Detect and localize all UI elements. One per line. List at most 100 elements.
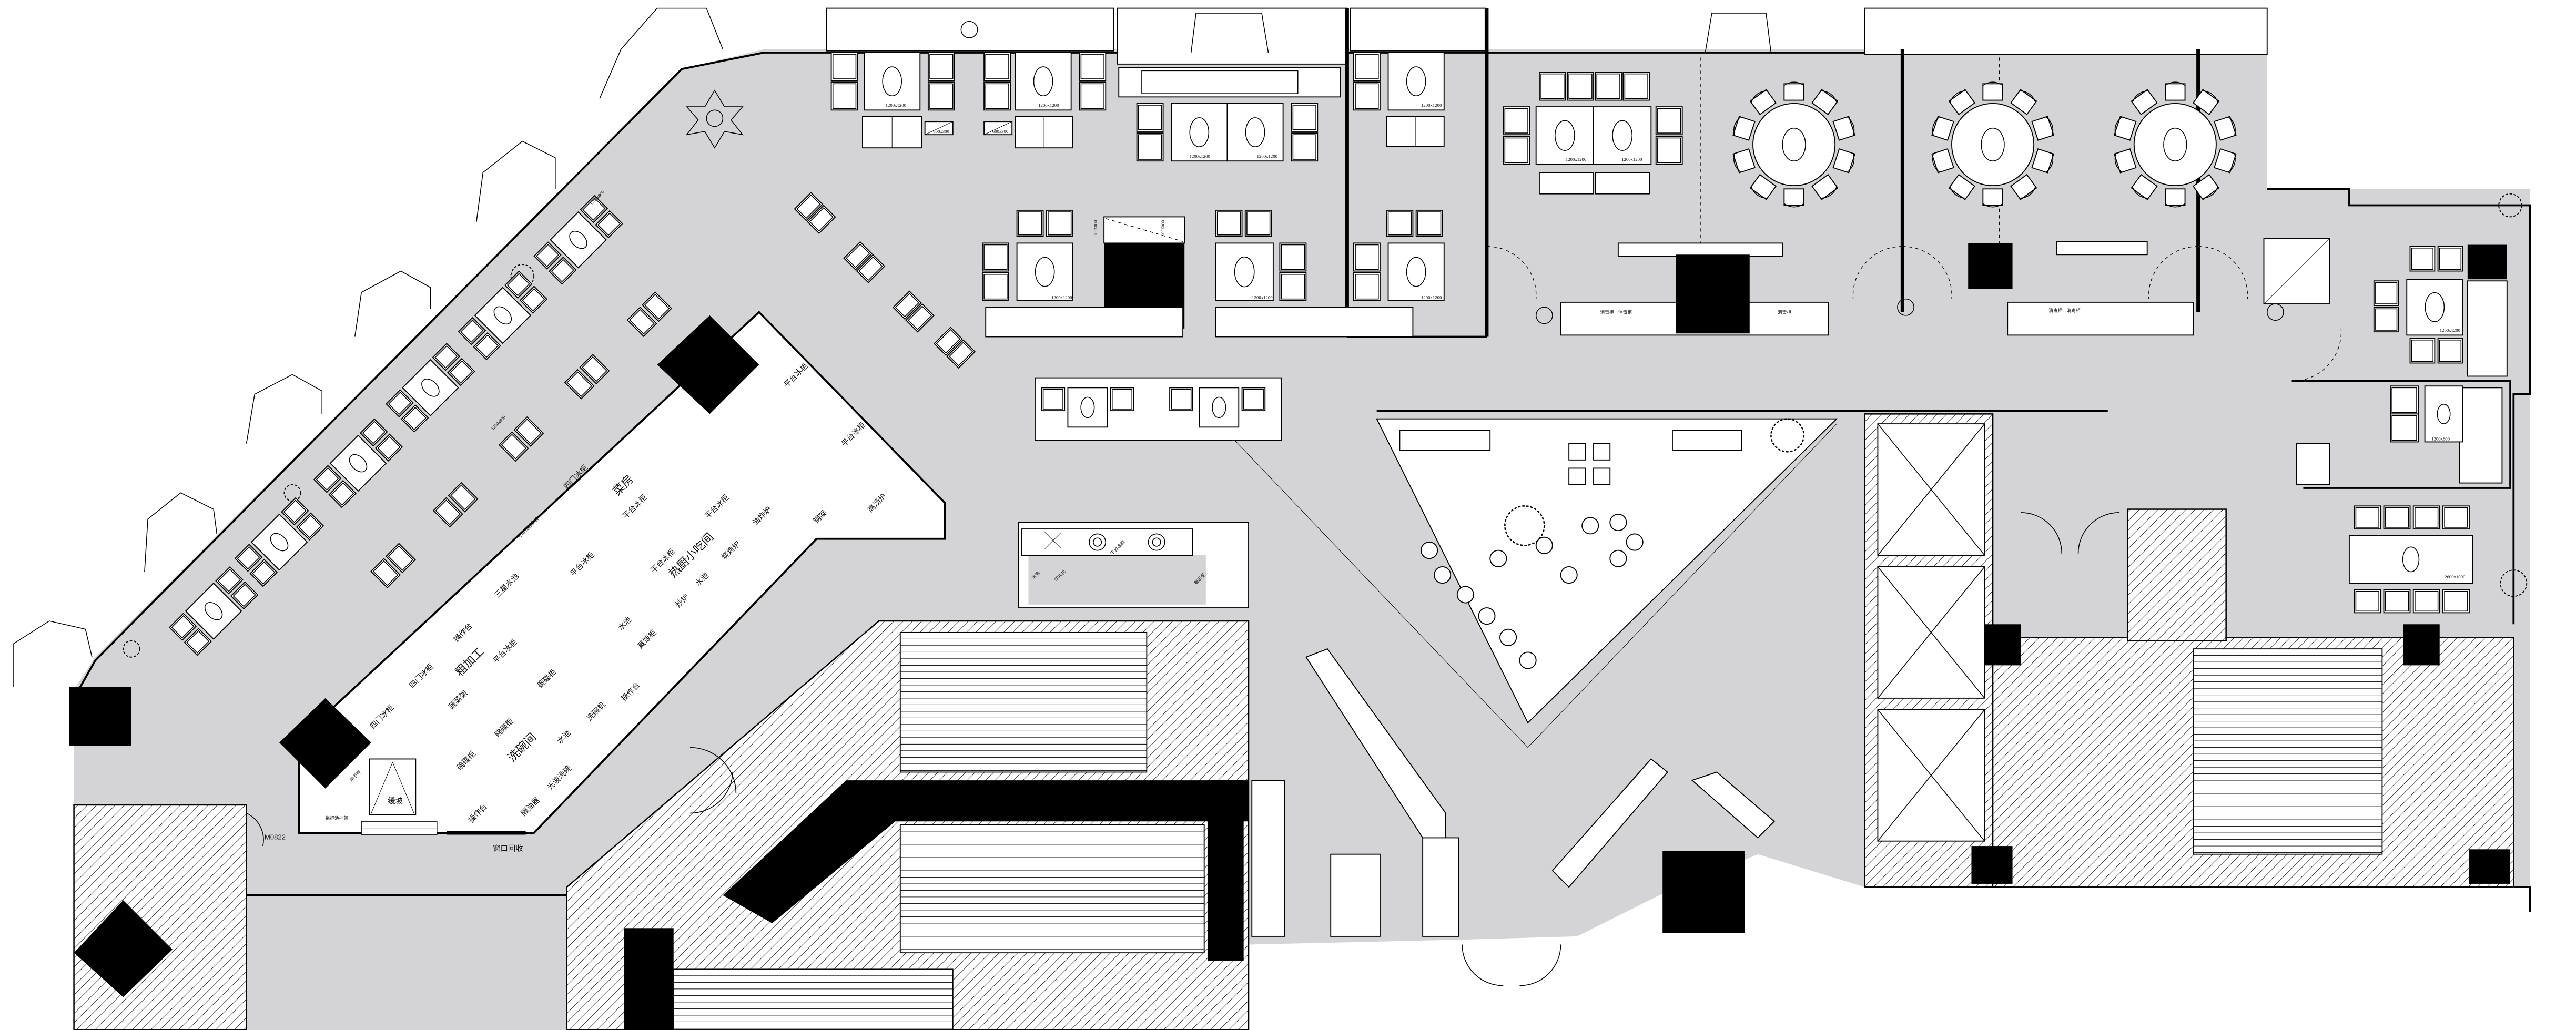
chair-frame [1046,209,1073,237]
table-top [1535,106,1594,165]
window-bay [826,7,1114,52]
dining-table [1387,52,1445,111]
chair [2010,174,2037,200]
chair-frame [2373,280,2399,307]
door-code-label: M0822 [265,833,286,841]
lounge-seat [1609,549,1627,567]
chair-back [1932,116,1940,136]
table-top [250,513,308,571]
chair-seat [403,406,427,430]
chair-seat [1657,108,1681,134]
label-ramp: 缓坡 [388,797,403,805]
bench [1399,430,1491,451]
lazy-susan [2163,127,2187,161]
room-service-cabinets [1103,216,2194,336]
sideboard [2459,387,2503,484]
label-disinfection-cabinet: 消毒柜 [1618,309,1632,315]
chair-frame [579,354,610,384]
chair [1811,89,1839,116]
chair [2113,116,2137,141]
chair [234,544,263,572]
chair [1982,188,2003,208]
chair-frame [1538,72,1566,101]
chair [504,270,533,299]
elevator-car [1877,709,1985,842]
chair-back [1751,90,1768,103]
chair-seat [2391,415,2417,441]
stair-flight [899,824,1205,954]
chair [313,465,342,493]
chair-frame [1353,81,1381,111]
chair-seat [535,243,560,268]
chair [2383,589,2411,614]
chair-frame [2390,413,2419,443]
chair-frame [1982,188,2003,206]
counter-seating [1251,648,1776,937]
chair-frame [458,317,486,345]
lounge-chair [1593,467,1611,485]
chair [1169,387,1193,412]
door-swing [689,747,737,814]
chair-seat [1355,83,1379,109]
chair [385,543,416,574]
chair-seat [2439,248,2462,270]
chair [184,628,212,656]
chair-frame [2383,589,2411,614]
chair-seat [1018,211,1042,236]
bench [1215,307,1414,338]
size-label: 1200x1200 [1621,157,1642,162]
chair [1749,89,1777,116]
chair-frame [230,581,259,610]
chair-frame [1811,89,1839,116]
chair [1016,209,1044,237]
chair [1503,136,1530,165]
chair-frame [1948,174,1975,200]
chair-frame [2214,148,2237,174]
chair-frame [2412,505,2440,529]
chair [934,327,963,356]
chair [1079,52,1107,81]
chair-seat [2391,387,2417,413]
chair-frame [1595,72,1622,101]
chair [168,613,197,641]
chair-seat [1355,54,1379,79]
table-top [550,211,607,269]
bench [1595,172,1650,195]
chair [249,558,278,587]
bench [1538,172,1594,195]
lounge-seat [1421,542,1438,559]
chair-frame [1415,209,1443,237]
stairs [2193,648,2383,855]
chair-seat [516,419,542,445]
chair [2437,246,2463,272]
round-table [2113,81,2237,208]
chair-back [1847,153,1855,173]
bay-window [599,7,724,99]
chair-seat [237,546,260,569]
chair [1136,103,1164,132]
chair [1948,174,1975,200]
chair-frame [1503,136,1530,165]
chair [2165,188,2186,208]
chair-frame [2113,148,2137,174]
chair-frame [2373,307,2399,333]
lounge-chair [1593,443,1611,461]
table-center [204,602,223,620]
chair-back [2228,153,2236,173]
chair [905,303,935,333]
chair [1110,387,1134,412]
chair-frame [432,497,463,528]
chair [983,81,1011,111]
chair-seat [1042,389,1063,410]
chair-frame [1832,116,1856,141]
chair [2409,338,2436,364]
chair-frame [2437,338,2463,364]
chair-seat [283,499,307,523]
chair-seat [2415,591,2439,612]
chair-frame [1353,272,1381,301]
chair [1041,387,1066,412]
chair-seat [832,83,857,109]
chair-seat [1504,108,1528,134]
chair-frame [1136,132,1164,162]
